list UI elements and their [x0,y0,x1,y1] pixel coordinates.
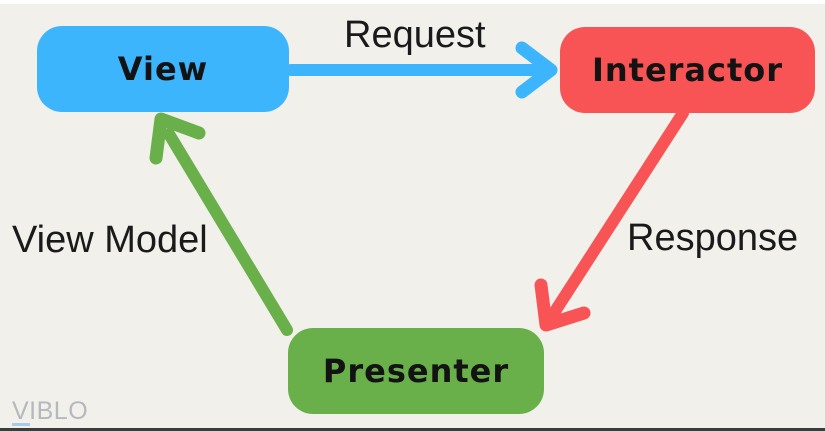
response-arrowhead-icon [534,278,591,332]
presenter-node: Presenter [288,328,544,414]
request-arrowhead-icon [515,41,558,99]
viblo-logo: VIBLO [12,399,102,427]
response-arrow [534,107,689,332]
view-model-arrowhead-icon [149,112,206,165]
request-edge-label: Request [344,14,486,56]
view-node: View [37,26,289,112]
bottom-border [0,428,825,431]
response-edge-label: Response [627,217,799,259]
response-arrow-line [546,107,689,322]
viblo-logo-underline [12,423,30,426]
viblo-logo-text: VIBLO [12,397,89,425]
view-model-arrow [149,112,293,336]
request-arrow [285,41,558,99]
view-node-label: View [117,50,209,88]
view-model-arrow-line [163,128,293,336]
top-border [0,0,825,4]
interactor-node-label: Interactor [591,51,784,89]
view-model-edge-label: View Model [12,219,208,261]
presenter-node-label: Presenter [322,352,510,390]
interactor-node: Interactor [560,27,815,113]
